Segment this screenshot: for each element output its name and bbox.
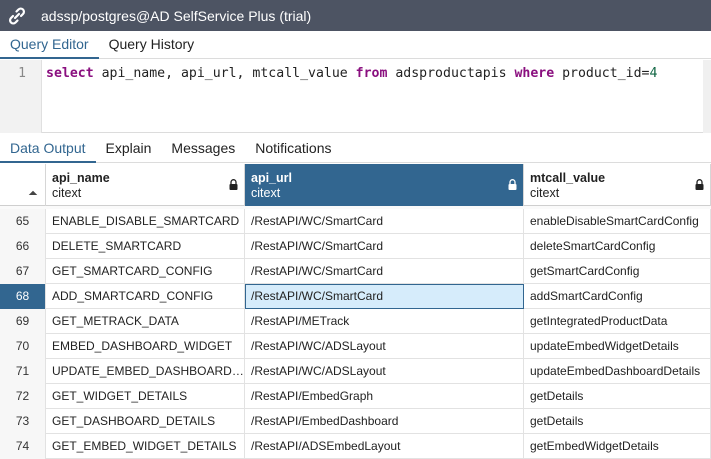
row-number[interactable]: 65 (0, 209, 46, 234)
lock-icon (229, 179, 238, 190)
cell-api-name[interactable]: GET_EMBED_WIDGET_DETAILS (46, 434, 245, 459)
tab-messages[interactable]: Messages (161, 134, 245, 163)
cell-mtcall-value[interactable]: updateEmbedDashboardDetails (524, 359, 711, 384)
row-number[interactable]: 72 (0, 384, 46, 409)
column-type: citext (52, 186, 81, 200)
sql-keyword: select (46, 66, 94, 81)
cell-api-name[interactable]: ADD_SMARTCARD_CONFIG (46, 284, 245, 309)
cell-api-url[interactable]: /RestAPI/EmbedDashboard (245, 409, 524, 434)
tab-query-editor[interactable]: Query Editor (0, 31, 99, 59)
table-row[interactable]: 65 ENABLE_DISABLE_SMARTCARD /RestAPI/WC/… (0, 209, 711, 234)
row-number[interactable]: 70 (0, 334, 46, 359)
row-number-header[interactable] (0, 164, 46, 206)
table-row[interactable]: 67 GET_SMARTCARD_CONFIG /RestAPI/WC/Smar… (0, 259, 711, 284)
data-output-grid: api_name citext api_url citext mtcall_va… (0, 164, 711, 459)
lock-icon (695, 179, 704, 190)
column-name: api_url (251, 171, 292, 185)
cell-mtcall-value[interactable]: updateEmbedWidgetDetails (524, 334, 711, 359)
cell-api-url[interactable]: /RestAPI/WC/ADSLayout (245, 359, 524, 384)
cell-api-name[interactable]: EMBED_DASHBOARD_WIDGET (46, 334, 245, 359)
sql-text: product_id= (554, 66, 649, 81)
sql-keyword: where (514, 66, 554, 81)
column-name: api_name (52, 171, 110, 185)
title-bar: adssp/postgres@AD SelfService Plus (tria… (0, 0, 711, 31)
sql-number: 4 (649, 66, 657, 81)
tab-notifications[interactable]: Notifications (245, 134, 341, 163)
cell-api-name[interactable]: GET_SMARTCARD_CONFIG (46, 259, 245, 284)
row-number[interactable]: 67 (0, 259, 46, 284)
cell-api-url[interactable]: /RestAPI/METrack (245, 309, 524, 334)
cell-api-name[interactable]: UPDATE_EMBED_DASHBOARD_D... (46, 359, 245, 384)
column-header-api-name[interactable]: api_name citext (46, 164, 245, 206)
table-row[interactable]: 72 GET_WIDGET_DETAILS /RestAPI/EmbedGrap… (0, 384, 711, 409)
sql-editor[interactable]: 1 select api_name, api_url, mtcall_value… (0, 60, 711, 133)
editor-scrollbar[interactable] (703, 60, 711, 133)
column-header-api-url[interactable]: api_url citext (245, 164, 524, 206)
table-row[interactable]: 73 GET_DASHBOARD_DETAILS /RestAPI/EmbedD… (0, 409, 711, 434)
row-number[interactable]: 69 (0, 309, 46, 334)
lock-icon (508, 179, 517, 190)
line-number: 1 (18, 66, 26, 81)
cell-mtcall-value[interactable]: getSmartCardConfig (524, 259, 711, 284)
tab-query-history[interactable]: Query History (99, 31, 205, 59)
cell-api-url[interactable]: /RestAPI/WC/SmartCard (245, 259, 524, 284)
table-row[interactable]: 69 GET_METRACK_DATA /RestAPI/METrack get… (0, 309, 711, 334)
table-row[interactable]: 71 UPDATE_EMBED_DASHBOARD_D... /RestAPI/… (0, 359, 711, 384)
sql-code-line[interactable]: select api_name, api_url, mtcall_value f… (46, 66, 657, 81)
cell-api-name[interactable]: GET_WIDGET_DETAILS (46, 384, 245, 409)
select-all-icon[interactable] (29, 191, 37, 199)
table-row-selected[interactable]: 68 ADD_SMARTCARD_CONFIG /RestAPI/WC/Smar… (0, 284, 711, 309)
row-number[interactable]: 68 (0, 284, 46, 309)
row-number[interactable]: 74 (0, 434, 46, 459)
cell-api-url[interactable]: /RestAPI/EmbedGraph (245, 384, 524, 409)
result-tab-bar: Data Output Explain Messages Notificatio… (0, 134, 711, 163)
row-number[interactable]: 71 (0, 359, 46, 384)
link-icon (0, 0, 34, 31)
cell-api-url[interactable]: /RestAPI/WC/SmartCard (245, 234, 524, 259)
cell-api-name[interactable]: GET_METRACK_DATA (46, 309, 245, 334)
window-title: adssp/postgres@AD SelfService Plus (tria… (41, 8, 311, 24)
editor-tab-bar: Query Editor Query History (0, 31, 711, 59)
cell-api-url[interactable]: /RestAPI/WC/SmartCard (245, 209, 524, 234)
sql-keyword: from (356, 66, 388, 81)
row-number[interactable]: 73 (0, 409, 46, 434)
cell-mtcall-value[interactable]: deleteSmartCardConfig (524, 234, 711, 259)
row-number[interactable]: 66 (0, 234, 46, 259)
grid-header: api_name citext api_url citext mtcall_va… (0, 164, 711, 206)
sql-text: adsproductapis (387, 66, 514, 81)
tab-explain[interactable]: Explain (96, 134, 162, 163)
column-name: mtcall_value (530, 171, 605, 185)
cell-mtcall-value[interactable]: getDetails (524, 409, 711, 434)
cell-api-url-selected[interactable]: /RestAPI/WC/SmartCard (245, 284, 524, 309)
cell-mtcall-value[interactable]: getEmbedWidgetDetails (524, 434, 711, 459)
table-row[interactable]: 74 GET_EMBED_WIDGET_DETAILS /RestAPI/ADS… (0, 434, 711, 459)
cell-api-url[interactable]: /RestAPI/WC/ADSLayout (245, 334, 524, 359)
sql-text: api_name, api_url, mtcall_value (94, 66, 356, 81)
table-row[interactable]: 70 EMBED_DASHBOARD_WIDGET /RestAPI/WC/AD… (0, 334, 711, 359)
line-gutter: 1 (0, 60, 42, 133)
grid-rows: 65 ENABLE_DISABLE_SMARTCARD /RestAPI/WC/… (0, 209, 711, 459)
column-type: citext (530, 186, 559, 200)
tab-data-output[interactable]: Data Output (0, 134, 96, 163)
cell-api-url[interactable]: /RestAPI/ADSEmbedLayout (245, 434, 524, 459)
table-row[interactable]: 66 DELETE_SMARTCARD /RestAPI/WC/SmartCar… (0, 234, 711, 259)
cell-api-name[interactable]: DELETE_SMARTCARD (46, 234, 245, 259)
cell-api-name[interactable]: GET_DASHBOARD_DETAILS (46, 409, 245, 434)
column-header-mtcall-value[interactable]: mtcall_value citext (524, 164, 711, 206)
cell-api-name[interactable]: ENABLE_DISABLE_SMARTCARD (46, 209, 245, 234)
cell-mtcall-value[interactable]: getDetails (524, 384, 711, 409)
cell-mtcall-value[interactable]: enableDisableSmartCardConfig (524, 209, 711, 234)
cell-mtcall-value[interactable]: getIntegratedProductData (524, 309, 711, 334)
cell-mtcall-value[interactable]: addSmartCardConfig (524, 284, 711, 309)
column-type: citext (251, 186, 280, 200)
